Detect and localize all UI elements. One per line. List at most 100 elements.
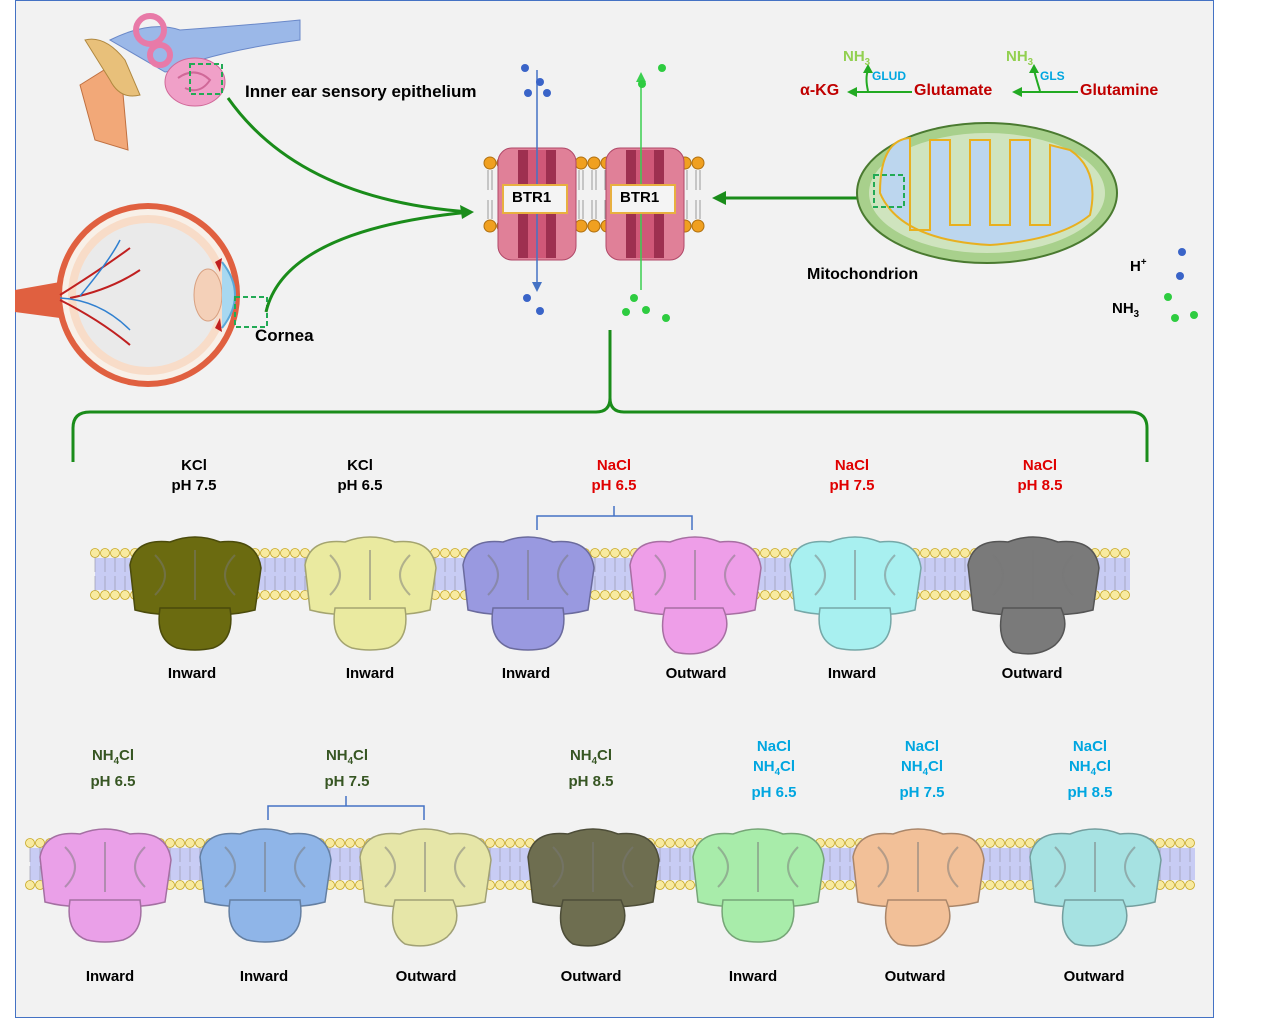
lipid-head — [1185, 838, 1195, 848]
row2-state-7: Outward — [1063, 968, 1125, 985]
lipid-head — [930, 590, 940, 600]
lipid-head — [110, 548, 120, 558]
lipid-head — [450, 590, 460, 600]
density-map-row2-4 — [527, 828, 660, 947]
cyto-domain — [559, 899, 626, 947]
density-map-row2-5 — [692, 828, 825, 943]
cyto-domain — [721, 899, 795, 943]
lipid-head — [1005, 838, 1015, 848]
lipid-head — [483, 219, 497, 233]
cyto-domain — [391, 899, 458, 947]
ph-label: pH 8.5 — [1067, 784, 1113, 801]
tm-helices — [1054, 842, 1136, 892]
lipid-head — [260, 548, 270, 558]
cyto-domain — [999, 607, 1066, 655]
density-map-row1-3 — [462, 536, 595, 651]
cyto-domain — [1061, 899, 1128, 947]
lipid-head — [280, 590, 290, 600]
ph-label: pH 7.5 — [829, 477, 875, 494]
ph-label: pH 6.5 — [90, 773, 136, 790]
lipid-head — [950, 548, 960, 558]
lipid-tail — [591, 170, 597, 219]
nh4cl-label: NH4Cl — [325, 747, 369, 767]
lipid-head — [515, 880, 525, 890]
mitochondrion-label: Mitochondrion — [807, 266, 919, 283]
lipid-head — [345, 880, 355, 890]
row2-state-1: Inward — [85, 968, 135, 985]
tm-helices — [552, 842, 634, 892]
lipid-head — [1015, 880, 1025, 890]
lipid-head — [620, 590, 630, 600]
nh4cl-label: NH4Cl — [752, 758, 796, 778]
lipid-head — [665, 838, 675, 848]
lipid-head — [260, 590, 270, 600]
nh4cl-label: NH4Cl — [569, 747, 613, 767]
lipid-head — [845, 838, 855, 848]
ph-label: pH 7.5 — [899, 784, 945, 801]
ph-label: pH 7.5 — [324, 773, 370, 790]
lipid-head — [505, 838, 515, 848]
salt-label: NaCl — [1022, 457, 1058, 474]
glutamate-label: Glutamate — [914, 82, 993, 99]
density-map-row1-6 — [967, 536, 1100, 655]
salt-label: KCl — [347, 457, 373, 474]
lipid-head — [835, 880, 845, 890]
lipid-head — [574, 156, 588, 170]
lipid-head — [574, 219, 588, 233]
lipid-head — [185, 838, 195, 848]
lipid-head — [440, 548, 450, 558]
ph-label: pH 6.5 — [751, 784, 797, 801]
row1-state-3: Inward — [501, 665, 551, 682]
density-map-row2-3 — [359, 828, 492, 947]
density-map-row1-2 — [304, 536, 437, 651]
lipid-head — [1185, 880, 1195, 890]
lipid-head — [950, 590, 960, 600]
salt-label: KCl — [181, 457, 207, 474]
lipid-head — [1015, 838, 1025, 848]
lipid-head — [185, 880, 195, 890]
lipid-head — [290, 548, 300, 558]
lipid-head — [1120, 590, 1130, 600]
legend-proton-label: H+ — [1130, 257, 1147, 275]
btr1-transporter-right — [605, 72, 685, 290]
density-map-row1-1 — [129, 536, 262, 651]
lipid-head — [835, 838, 845, 848]
lipid-head — [1165, 838, 1175, 848]
density-map-row2-7 — [1029, 828, 1162, 947]
lipid-head — [1100, 590, 1110, 600]
akg-label: α-KG — [800, 82, 840, 99]
lipid-head — [175, 880, 185, 890]
density-maps-row2 — [39, 828, 1162, 947]
lipid-head — [685, 880, 695, 890]
lipid-head — [825, 880, 835, 890]
lipid-head — [691, 219, 705, 233]
tm-helices — [654, 550, 736, 600]
ph-label: pH 6.5 — [337, 477, 383, 494]
glud-label: GLUD — [872, 69, 906, 83]
lipid-head — [590, 590, 600, 600]
lipid-head — [590, 548, 600, 558]
lipid-head — [90, 548, 100, 558]
lipid-tail — [578, 170, 584, 219]
nacl-label: NaCl — [904, 738, 940, 755]
ph-label: pH 6.5 — [591, 477, 637, 494]
lipid-head — [110, 590, 120, 600]
glutamine-label: Glutamine — [1080, 82, 1159, 99]
nh4cl-label: NH4Cl — [91, 747, 135, 767]
cyto-domain — [68, 899, 142, 943]
inner-ear-illustration — [79, 13, 301, 151]
legend-proton-dots — [1176, 248, 1186, 280]
lipid-head — [1165, 880, 1175, 890]
ammonia-dots — [622, 64, 670, 322]
lipid-head — [780, 548, 790, 558]
lipid-head — [610, 590, 620, 600]
lipid-head — [1110, 590, 1120, 600]
lipid-tail — [487, 170, 493, 219]
eye-illustration — [15, 203, 268, 387]
lipid-head — [1005, 880, 1015, 890]
